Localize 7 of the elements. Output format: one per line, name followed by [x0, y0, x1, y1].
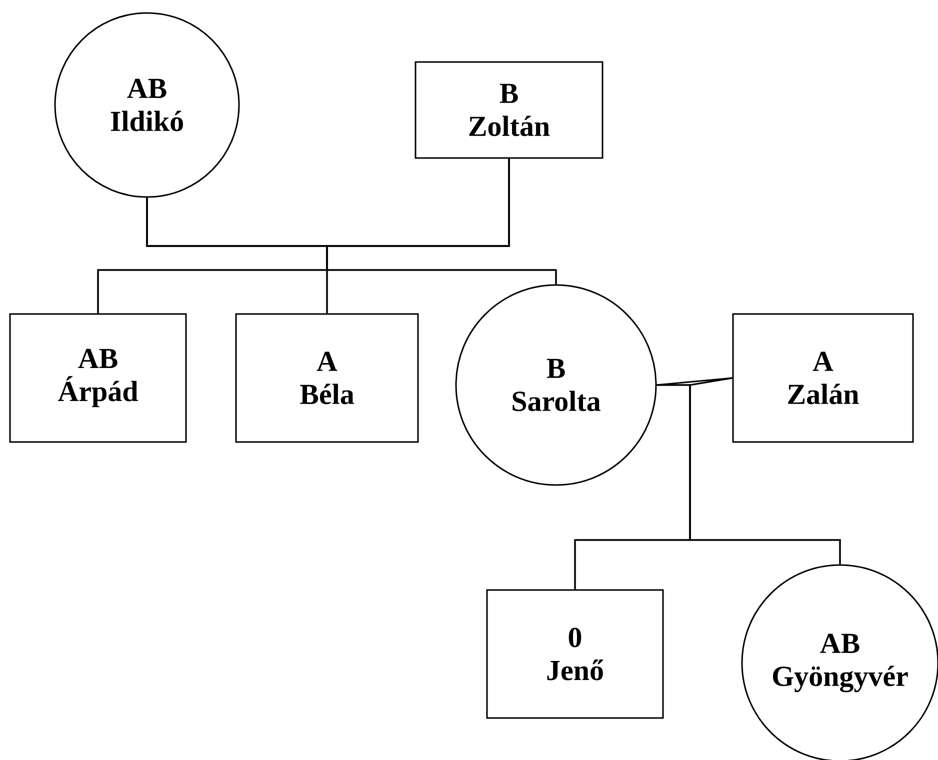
- person-box: B Zoltán: [414, 61, 604, 159]
- pedigree-line: [326, 158, 557, 284]
- person-box: 0 Jenő: [486, 589, 664, 719]
- pedigree-line: [689, 377, 841, 564]
- person-box: A Zalán: [732, 313, 914, 443]
- person-box: AB Árpád: [9, 313, 187, 443]
- person-box: A Béla: [235, 313, 419, 443]
